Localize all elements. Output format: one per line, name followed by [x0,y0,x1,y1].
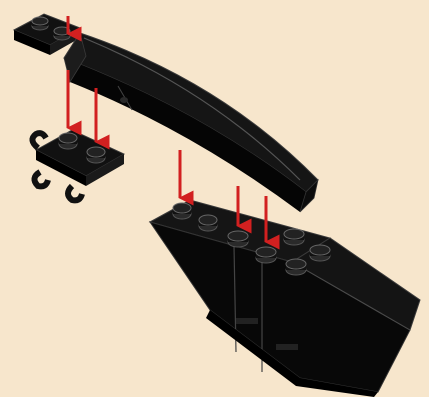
stud [199,215,217,231]
stud [87,147,105,163]
stud [32,17,48,30]
stud [59,133,77,149]
stud [173,203,191,219]
stud [310,245,330,261]
stud [284,229,304,245]
stud [286,259,306,275]
stud [256,247,276,263]
stud [228,231,248,247]
